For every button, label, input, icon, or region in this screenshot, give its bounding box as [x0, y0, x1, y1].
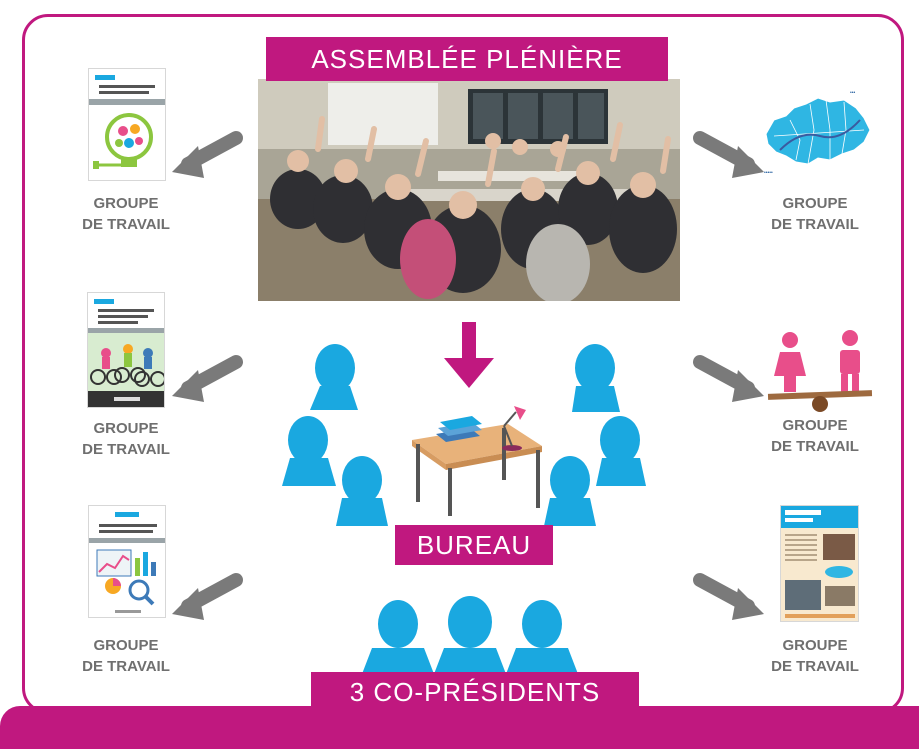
- groupe-travail-label-5: GROUPE DE TRAVAIL: [735, 415, 895, 457]
- arrow-icon: [172, 131, 243, 178]
- co-presidents-banner: 3 CO-PRÉSIDENTS: [311, 672, 639, 712]
- person-silhouette-icon: [362, 600, 434, 674]
- bicycles-report-thumbnail: [87, 292, 165, 408]
- bureau-banner: BUREAU: [395, 525, 553, 565]
- bureau-group-illustration: [282, 344, 646, 526]
- newsletter-icon: [781, 506, 858, 618]
- down-arrow-icon: [444, 322, 494, 388]
- analytics-icon: [89, 512, 165, 613]
- lightbulb-icon: [89, 75, 165, 169]
- groupe-label-line2: DE TRAVAIL: [82, 441, 170, 458]
- arrow-icon: [693, 355, 764, 402]
- newsletter-thumbnail: [780, 505, 859, 622]
- person-silhouette-icon: [506, 600, 578, 674]
- arrow-icon: [172, 355, 243, 402]
- lightbulb-report-thumbnail: [88, 68, 166, 181]
- person-silhouette-icon: [572, 344, 620, 412]
- svg-text:•••: •••: [850, 90, 856, 96]
- groupe-label-line2: DE TRAVAIL: [82, 658, 170, 675]
- arrow-icon: [693, 131, 764, 178]
- person-silhouette-icon: [434, 596, 506, 674]
- groupe-label-line1: GROUPE: [782, 637, 848, 654]
- svg-text:•••••: •••••: [764, 170, 773, 176]
- groupe-travail-label-2: GROUPE DE TRAVAIL: [46, 418, 206, 460]
- gender-balance-icon: [767, 330, 873, 412]
- territory-map-icon: ••••• •••: [764, 90, 871, 176]
- groupe-label-line1: GROUPE: [93, 195, 159, 212]
- bicycles-icon: [88, 299, 164, 407]
- groupe-label-line2: DE TRAVAIL: [82, 216, 170, 233]
- groupe-travail-label-3: GROUPE DE TRAVAIL: [46, 635, 206, 677]
- groupe-travail-label-4: GROUPE DE TRAVAIL: [735, 193, 895, 235]
- co-presidents-illustration: [362, 596, 578, 674]
- assemblee-pleniere-banner: ASSEMBLÉE PLÉNIÈRE: [266, 37, 668, 81]
- groupe-travail-label-6: GROUPE DE TRAVAIL: [735, 635, 895, 677]
- arrow-icon: [172, 573, 243, 620]
- desk-lamp-icon: [502, 406, 526, 451]
- arrow-icon: [693, 573, 764, 620]
- groupe-label-line2: DE TRAVAIL: [771, 216, 859, 233]
- bottom-band: [0, 706, 919, 749]
- groupe-label-line2: DE TRAVAIL: [771, 438, 859, 455]
- groupe-label-line1: GROUPE: [782, 417, 848, 434]
- assembly-photo: [258, 79, 680, 301]
- groupe-label-line1: GROUPE: [93, 637, 159, 654]
- person-silhouette-icon: [544, 456, 596, 526]
- person-silhouette-icon: [282, 416, 336, 486]
- person-silhouette-icon: [596, 416, 646, 486]
- desk-icon: [412, 424, 542, 516]
- groupe-travail-label-1: GROUPE DE TRAVAIL: [46, 193, 206, 235]
- groupe-label-line1: GROUPE: [782, 195, 848, 212]
- groupe-label-line2: DE TRAVAIL: [771, 658, 859, 675]
- person-silhouette-icon: [336, 456, 388, 526]
- person-silhouette-icon: [310, 344, 358, 410]
- analytics-report-thumbnail: [88, 505, 166, 618]
- assembly-meeting-image: [258, 79, 680, 301]
- groupe-label-line1: GROUPE: [93, 420, 159, 437]
